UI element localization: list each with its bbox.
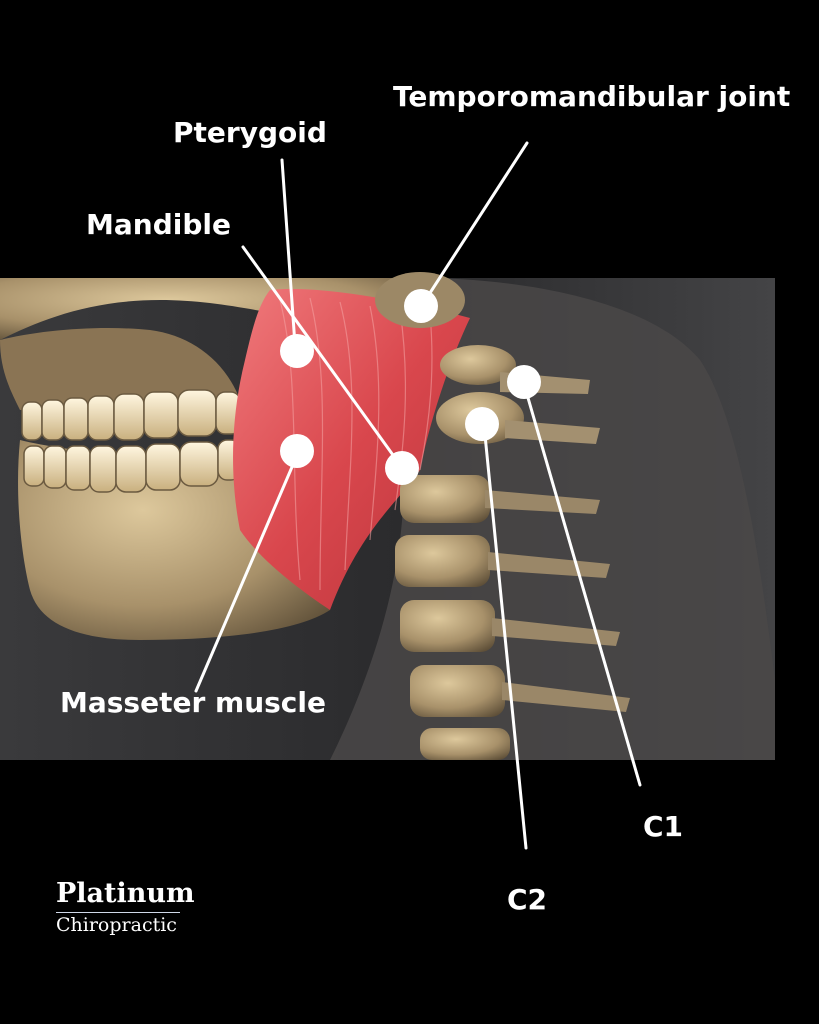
label-masseter-muscle: Masseter muscle [60, 686, 326, 719]
c1-leader-line [522, 382, 642, 787]
label-c2: C2 [507, 883, 548, 916]
maxilla [0, 328, 240, 410]
label-pterygoid: Pterygoid [173, 116, 327, 149]
muscle-fibers [279, 297, 433, 591]
upper-teeth [21, 389, 241, 441]
cervical-spine [395, 345, 630, 760]
logo-divider [56, 912, 180, 913]
tmj-marker [404, 289, 438, 323]
pterygoid-marker [280, 334, 314, 368]
tmj-leader-line [426, 141, 529, 298]
c2-marker [465, 407, 499, 441]
mandible-marker [385, 451, 419, 485]
lower-teeth [23, 439, 241, 493]
c2-leader-line [482, 423, 528, 850]
label-temporomandibular-joint: Temporomandibular joint [393, 80, 791, 113]
logo-subtitle: Chiropractic [56, 914, 177, 936]
c1-marker [507, 365, 541, 399]
masseter-leader-line [194, 458, 297, 693]
label-c1: C1 [643, 810, 684, 843]
leader-lines [194, 141, 642, 850]
logo-name: Platinum [56, 878, 195, 909]
platinum-chiropractic-logo: Platinum Chiropractic [48, 872, 198, 944]
marker-dots [280, 289, 541, 485]
label-mandible: Mandible [86, 208, 231, 241]
masseter-marker [280, 434, 314, 468]
mandible-leader-line [241, 245, 400, 464]
